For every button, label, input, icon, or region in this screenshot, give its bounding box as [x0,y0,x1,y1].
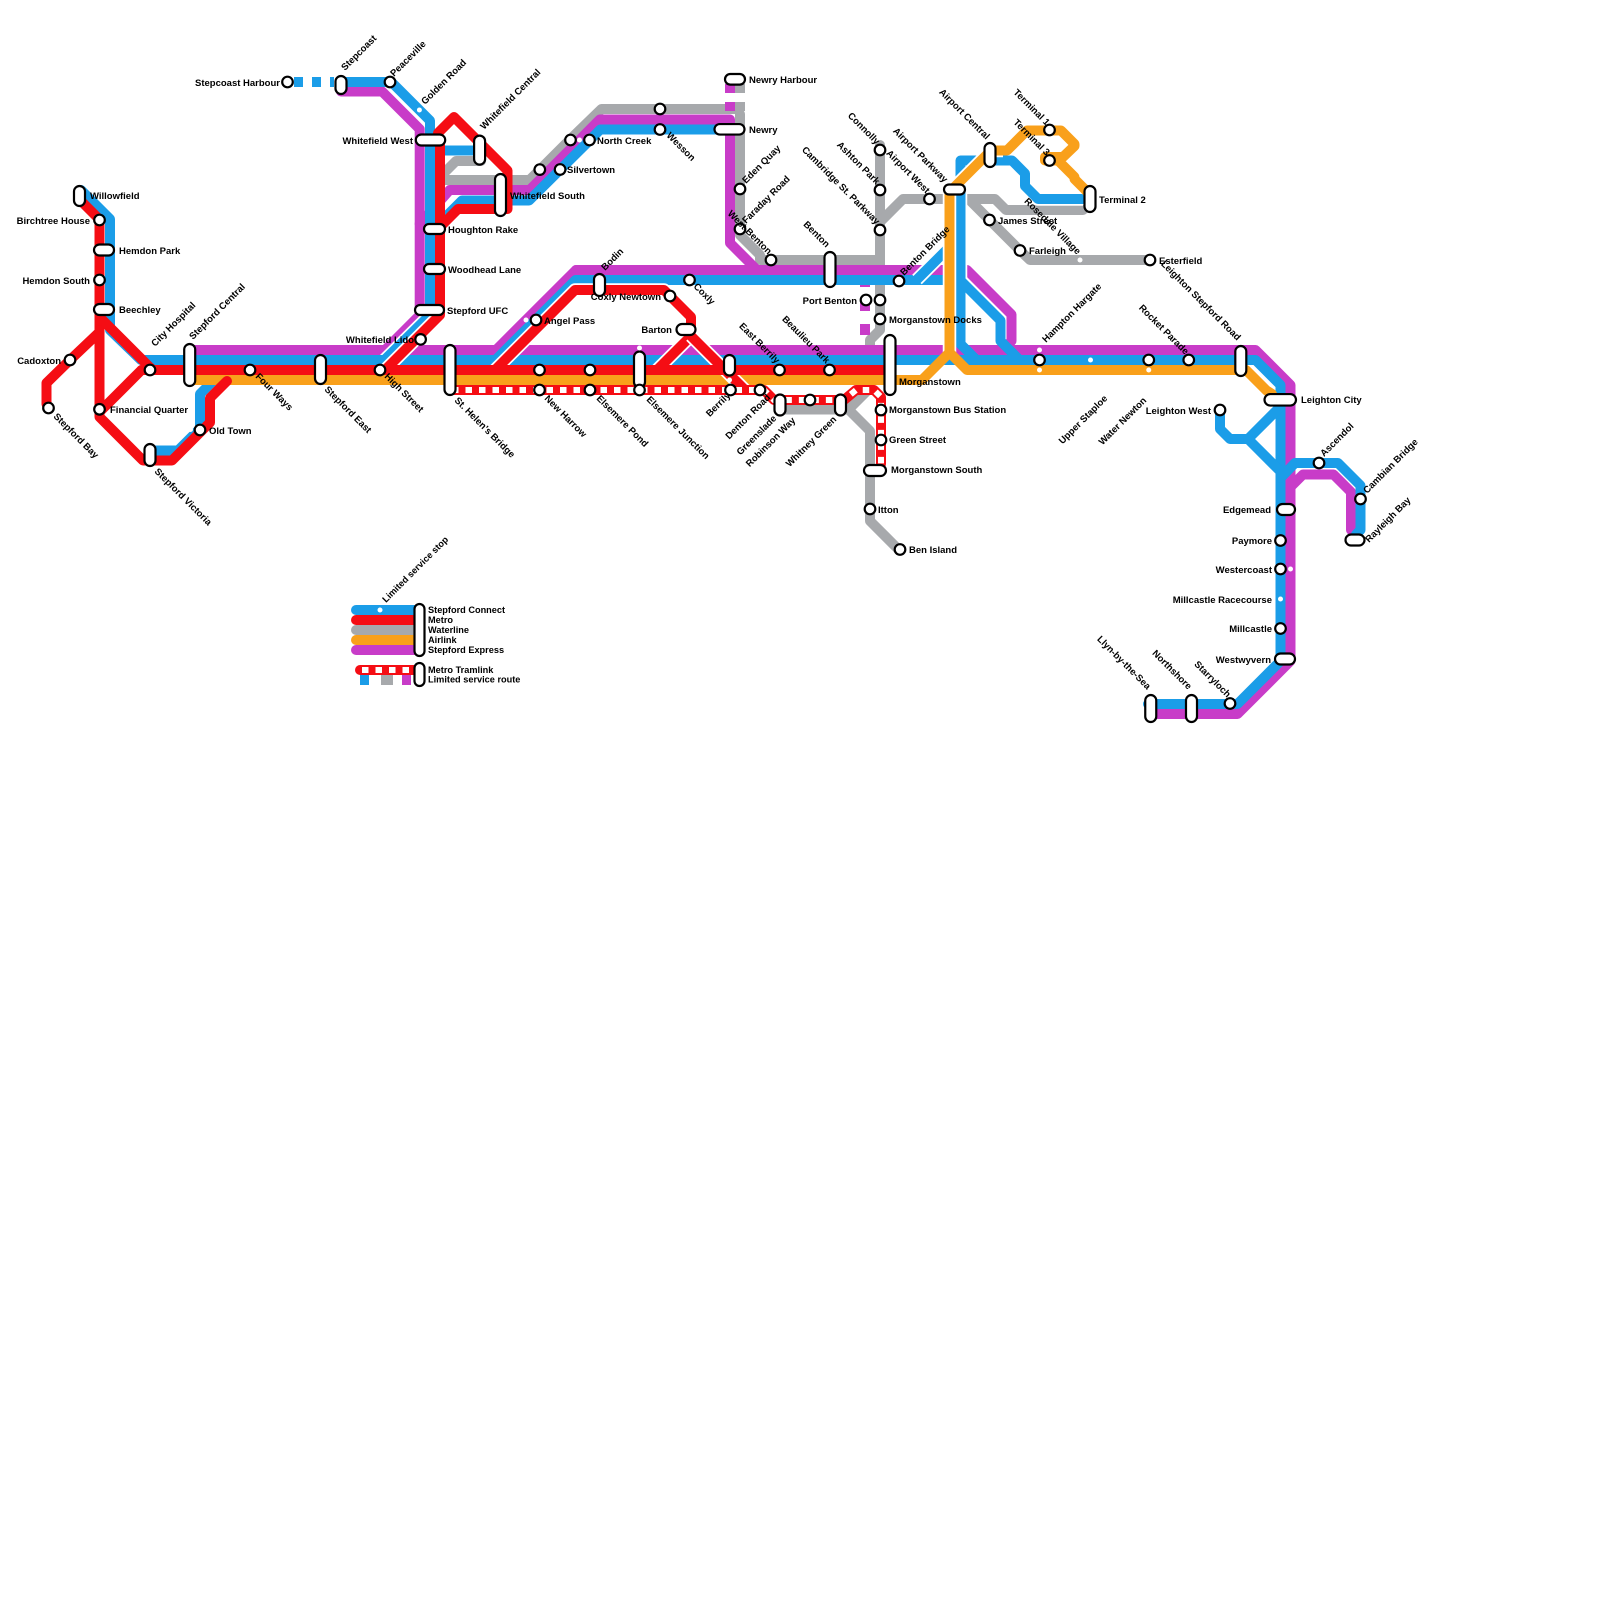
svg-text:Whitefield Lido: Whitefield Lido [346,335,414,346]
svg-text:Farleigh: Farleigh [1029,246,1066,257]
svg-text:Metro: Metro [428,615,453,625]
svg-text:Whitefield West: Whitefield West [342,136,413,147]
svg-text:Edgemead: Edgemead [1223,505,1271,516]
svg-text:Paymore: Paymore [1232,536,1272,547]
svg-text:Millcastle Racecourse: Millcastle Racecourse [1173,595,1272,606]
svg-text:Stepford Connect: Stepford Connect [428,605,505,615]
svg-text:Metro Tramlink: Metro Tramlink [428,665,494,675]
svg-text:Hemdon South: Hemdon South [22,276,90,287]
svg-text:Newry Harbour: Newry Harbour [749,75,817,86]
svg-text:Financial Quarter: Financial Quarter [110,405,188,416]
svg-text:Angel Pass: Angel Pass [544,316,595,327]
svg-text:Houghton Rake: Houghton Rake [448,225,518,236]
svg-text:Waterline: Waterline [428,625,469,635]
svg-text:Stepcoast Harbour: Stepcoast Harbour [195,78,280,89]
svg-text:James Street: James Street [998,216,1058,227]
svg-text:Stepford Express: Stepford Express [428,645,504,655]
svg-text:Limited service route: Limited service route [428,675,520,685]
svg-text:Barton: Barton [641,325,672,336]
svg-text:North Creek: North Creek [597,136,652,147]
svg-text:Newry: Newry [749,125,778,136]
svg-text:Silvertown: Silvertown [567,165,615,176]
svg-text:Morganstown Docks: Morganstown Docks [889,315,982,326]
svg-text:Morganstown Bus Station: Morganstown Bus Station [889,405,1006,416]
svg-text:Morganstown South: Morganstown South [891,465,982,476]
svg-text:Westwyvern: Westwyvern [1216,655,1271,666]
svg-text:Millcastle: Millcastle [1229,624,1272,635]
svg-text:Port Benton: Port Benton [803,296,858,307]
svg-text:Stepford UFC: Stepford UFC [447,306,508,317]
svg-text:Hemdon Park: Hemdon Park [119,246,181,257]
svg-text:Willowfield: Willowfield [90,191,140,202]
svg-text:Airlink: Airlink [428,635,457,645]
svg-text:Ben Island: Ben Island [909,545,957,556]
svg-text:Morganstown: Morganstown [899,377,961,388]
svg-text:Woodhead Lane: Woodhead Lane [448,265,521,276]
svg-text:Esterfield: Esterfield [1159,256,1202,267]
svg-text:Beechley: Beechley [119,305,161,316]
svg-text:Birchtree House: Birchtree House [17,216,90,227]
svg-text:Cadoxton: Cadoxton [17,356,61,367]
svg-text:Old Town: Old Town [209,426,252,437]
svg-text:Leighton West: Leighton West [1146,406,1212,417]
svg-text:Coxly Newtown: Coxly Newtown [591,292,661,303]
svg-text:Green Street: Green Street [889,435,947,446]
svg-text:Leighton City: Leighton City [1301,395,1362,406]
svg-text:Westercoast: Westercoast [1216,565,1273,576]
svg-text:Whitefield South: Whitefield South [510,191,585,202]
svg-text:Terminal 2: Terminal 2 [1099,195,1146,206]
svg-text:Itton: Itton [878,505,899,516]
